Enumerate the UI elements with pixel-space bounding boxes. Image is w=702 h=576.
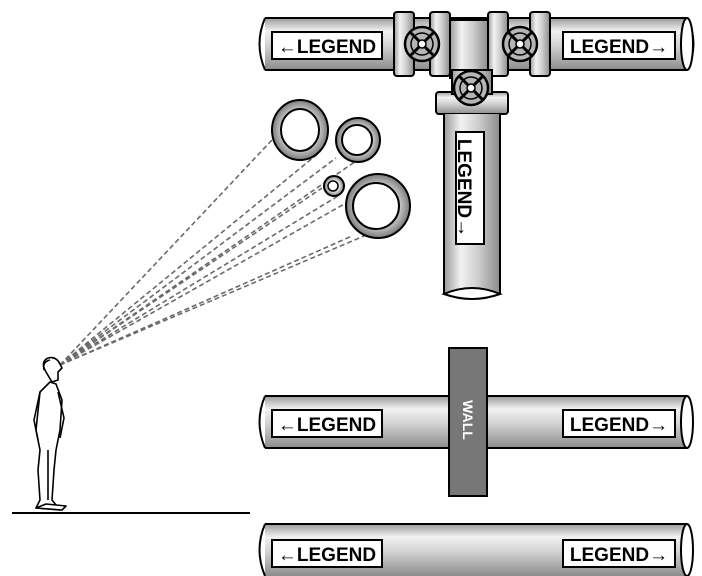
svg-text:LEGEND→: LEGEND→ <box>570 545 668 566</box>
svg-text:LEGEND→: LEGEND→ <box>454 139 475 237</box>
bottom-pipe-right-legend: LEGEND→ <box>562 539 676 568</box>
wall-label: WALL <box>460 400 476 440</box>
svg-text:LEGEND→: LEGEND→ <box>570 415 668 436</box>
bottom-pipe-left-legend: ←LEGEND <box>271 539 383 568</box>
valve-wheel-icon <box>501 25 539 63</box>
svg-text:LEGEND→: LEGEND→ <box>570 37 668 58</box>
vertical-pipe-legend: LEGEND→ <box>454 131 485 245</box>
middle-pipe-left-legend: ←LEGEND <box>271 409 383 438</box>
valve-wheel-icon <box>403 25 441 63</box>
top-pipe-right-legend: LEGEND→ <box>562 31 676 60</box>
svg-text:←LEGEND: ←LEGEND <box>278 37 376 58</box>
middle-pipe-right-legend: LEGEND→ <box>562 409 676 438</box>
person-viewer-icon <box>33 356 67 511</box>
svg-text:←LEGEND: ←LEGEND <box>278 415 376 436</box>
top-pipe-left-legend: ←LEGEND <box>271 31 383 60</box>
sight-lines <box>59 139 391 366</box>
pipe-end-rings <box>271 99 411 239</box>
svg-text:←LEGEND: ←LEGEND <box>278 545 376 566</box>
wall: WALL <box>448 347 488 497</box>
valve-wheel-icon <box>452 69 490 107</box>
